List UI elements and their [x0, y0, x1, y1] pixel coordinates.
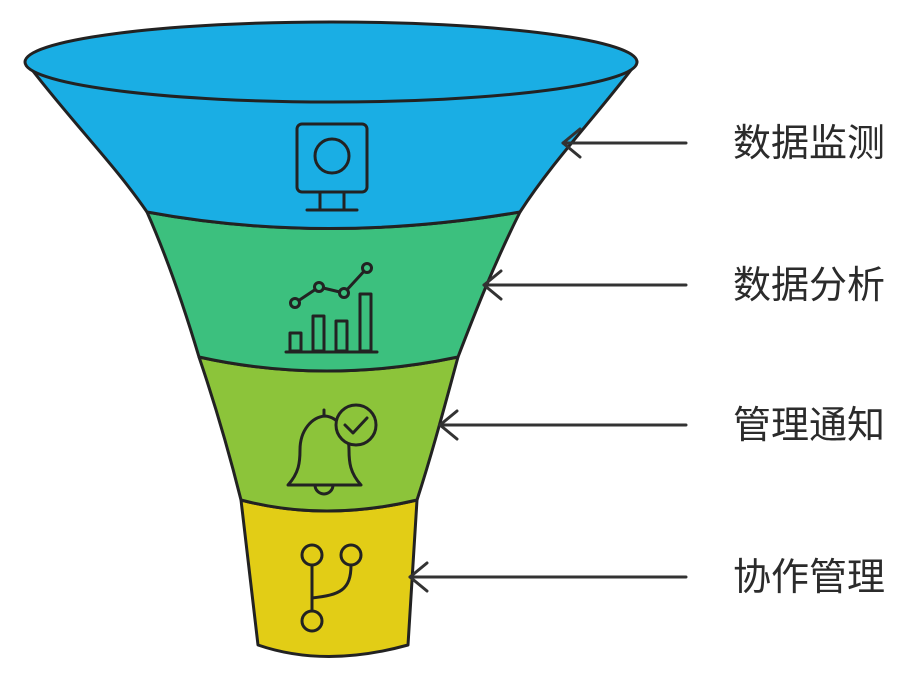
funnel-rim: [23, 20, 639, 104]
arrow-1-icon: [561, 127, 688, 159]
stage-label-4: 协作管理: [733, 555, 886, 599]
branch-merge-icon: [300, 543, 363, 633]
stage-label-1: 数据监测: [733, 121, 886, 165]
funnel-stage-1: [24, 60, 639, 230]
arrow-3-icon: [438, 409, 688, 441]
stage-label-2: 数据分析: [733, 263, 886, 307]
arrows: [408, 127, 688, 593]
growth-chart-icon: [284, 262, 379, 354]
arrow-4-icon: [408, 561, 688, 593]
stage-label-3: 管理通知: [733, 403, 886, 447]
funnel-stage-4: [239, 498, 419, 658]
monitor-camera-icon: [295, 122, 369, 212]
arrow-2-icon: [482, 269, 688, 301]
funnel-stage-3: [197, 355, 460, 513]
bell-check-icon: [286, 403, 378, 496]
